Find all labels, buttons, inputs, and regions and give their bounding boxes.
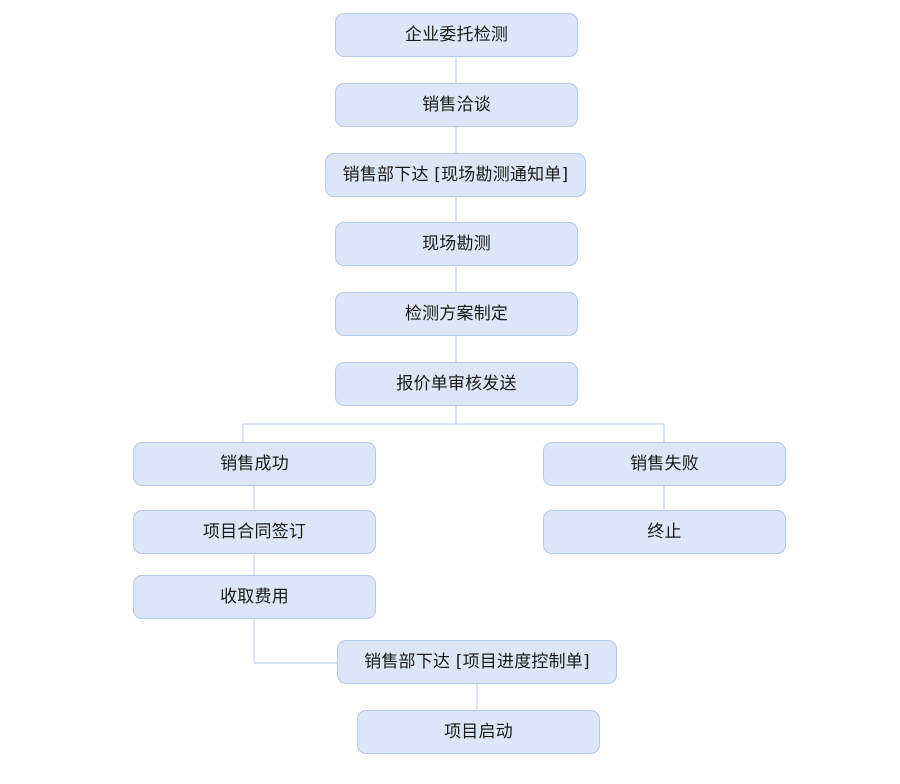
flow-node-label: 企业委托检测 xyxy=(404,24,509,45)
flow-node-label: 销售失败 xyxy=(630,453,699,474)
flow-node-n10[interactable]: 终止 xyxy=(543,510,786,554)
flow-node-label: 销售部下达 [现场勘测通知单] xyxy=(342,164,569,185)
flow-node-label: 终止 xyxy=(647,521,682,542)
connector-n11-to-n12 xyxy=(253,619,337,664)
flow-node-label: 销售洽谈 xyxy=(422,94,491,115)
flow-node-n9[interactable]: 项目合同签订 xyxy=(133,510,376,554)
flow-node-label: 收取费用 xyxy=(220,586,289,607)
flow-node-label: 销售成功 xyxy=(220,453,289,474)
flow-node-label: 销售部下达 [项目进度控制单] xyxy=(364,651,590,672)
flow-node-n12[interactable]: 销售部下达 [项目进度控制单] xyxy=(337,640,617,684)
flow-node-n13[interactable]: 项目启动 xyxy=(357,710,600,754)
flow-node-n7[interactable]: 销售成功 xyxy=(133,442,376,486)
flow-node-label: 项目启动 xyxy=(444,721,513,742)
connector-split-to-n7 xyxy=(242,423,456,442)
flow-node-label: 检测方案制定 xyxy=(404,303,509,324)
flow-node-n3[interactable]: 销售部下达 [现场勘测通知单] xyxy=(325,153,586,197)
flow-node-n6[interactable]: 报价单审核发送 xyxy=(335,362,578,406)
flow-node-n1[interactable]: 企业委托检测 xyxy=(335,13,578,57)
flow-node-n5[interactable]: 检测方案制定 xyxy=(335,292,578,336)
flow-node-label: 现场勘测 xyxy=(422,233,491,254)
flow-node-label: 报价单审核发送 xyxy=(396,373,517,394)
flow-node-n4[interactable]: 现场勘测 xyxy=(335,222,578,266)
flow-node-n2[interactable]: 销售洽谈 xyxy=(335,83,578,127)
flow-node-n11[interactable]: 收取费用 xyxy=(133,575,376,619)
flow-node-label: 项目合同签订 xyxy=(202,521,307,542)
flow-node-n8[interactable]: 销售失败 xyxy=(543,442,786,486)
connector-split-to-n8 xyxy=(456,423,665,442)
